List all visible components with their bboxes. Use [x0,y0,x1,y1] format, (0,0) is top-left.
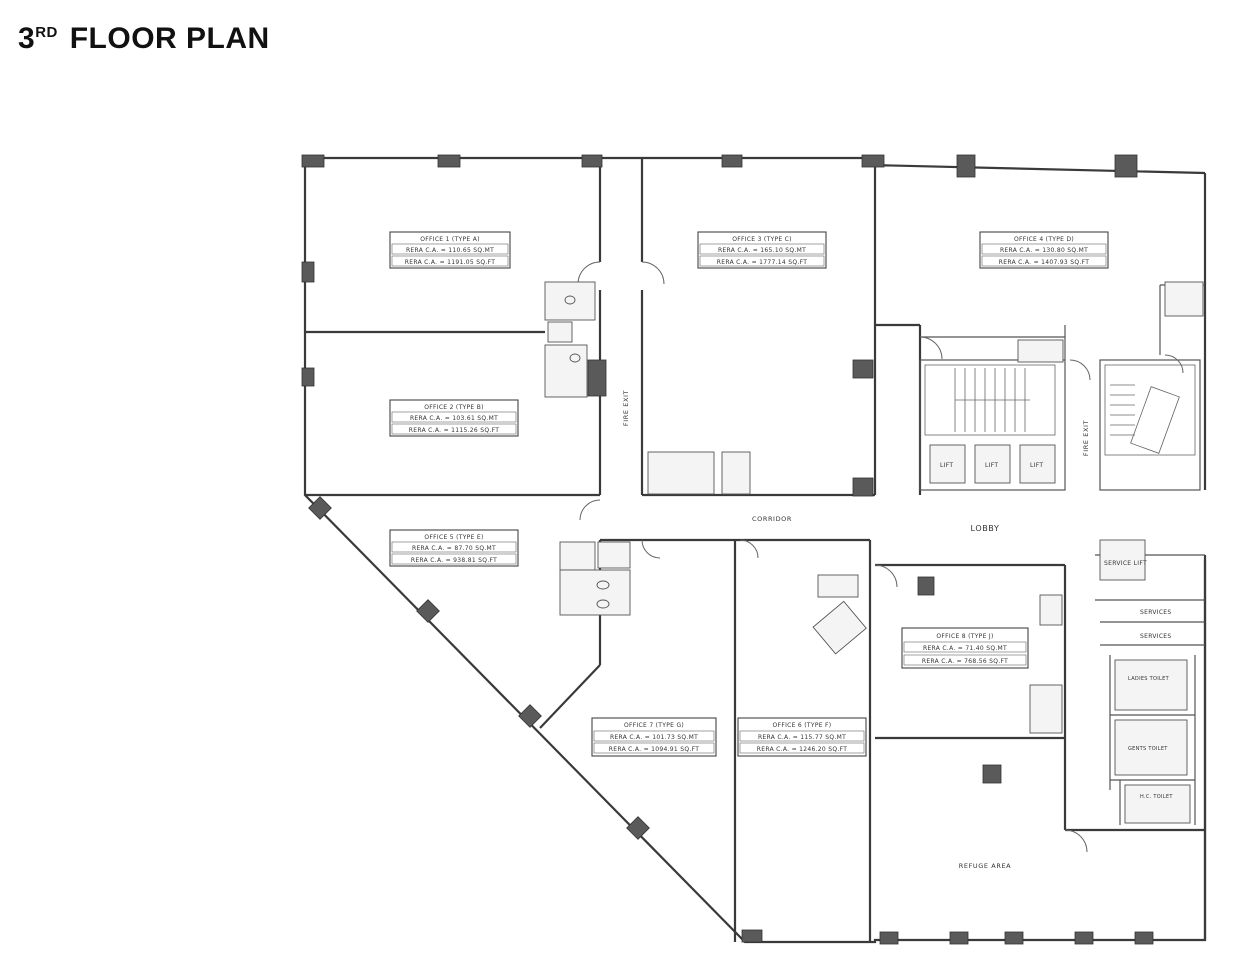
lift-label-1: LIFT [940,462,953,469]
fire-exit-label-1: FIRE EXIT [622,390,630,426]
office-6-area-sqft: RERA C.A. = 1246.20 SQ.FT [757,746,847,753]
office-7-area-sqft: RERA C.A. = 1094.91 SQ.FT [609,746,699,753]
lobby-label: LOBBY [971,524,1000,533]
lift-label-3: LIFT [1030,462,1043,469]
office-8-label: OFFICE 8 (TYPE J) RERA C.A. = 71.40 SQ.M… [901,627,1029,669]
page-title: 3RD FLOOR PLAN [18,22,270,56]
office-6-name: OFFICE 6 (TYPE F) [773,722,832,729]
office-5-area-sqft: RERA C.A. = 938.81 SQ.FT [411,557,497,564]
services-label-1: SERVICES [1140,609,1172,616]
ladies-toilet-label: LADIES TOILET [1128,676,1170,682]
office-8-area-sqft: RERA C.A. = 768.56 SQ.FT [922,658,1008,665]
office-2-label: OFFICE 2 (TYPE B) RERA C.A. = 103.61 SQ.… [389,399,519,437]
office-1-name: OFFICE 1 (TYPE A) [420,236,480,243]
office-3-label: OFFICE 3 (TYPE C) RERA C.A. = 165.10 SQ.… [697,231,827,269]
title-text: FLOOR PLAN [69,22,270,55]
office-6-area-sqmt: RERA C.A. = 115.77 SQ.MT [758,734,846,741]
columns [301,154,1154,945]
office-2-area-sqft: RERA C.A. = 1115.26 SQ.FT [409,427,499,434]
office-7-label: OFFICE 7 (TYPE G) RERA C.A. = 101.73 SQ.… [591,717,717,757]
office-4-name: OFFICE 4 (TYPE D) [1014,236,1074,243]
lift-label-2: LIFT [985,462,998,469]
office-1-label: OFFICE 1 (TYPE A) RERA C.A. = 110.65 SQ.… [389,231,511,269]
office-3-area-sqft: RERA C.A. = 1777.14 SQ.FT [717,259,807,266]
office-1-area-sqmt: RERA C.A. = 110.65 SQ.MT [406,247,494,254]
toilet-blocks [544,281,1204,824]
office-7-name: OFFICE 7 (TYPE G) [624,722,684,729]
office-6-label: OFFICE 6 (TYPE F) RERA C.A. = 115.77 SQ.… [737,717,867,757]
office-5-name: OFFICE 5 (TYPE E) [424,534,483,541]
refuge-area-label: REFUGE AREA [959,862,1011,870]
lifts: LIFT LIFT LIFT SERVICE LIFT [929,444,1147,581]
office-8-name: OFFICE 8 (TYPE J) [936,633,993,640]
office-3-name: OFFICE 3 (TYPE C) [732,236,792,243]
office-5-label: OFFICE 5 (TYPE E) RERA C.A. = 87.70 SQ.M… [389,529,519,567]
door-swings [577,261,1184,853]
area-labels: CORRIDOR LOBBY REFUGE AREA FIRE EXIT FIR… [622,390,1173,870]
office-3-area-sqmt: RERA C.A. = 165.10 SQ.MT [718,247,806,254]
office-1-area-sqft: RERA C.A. = 1191.05 SQ.FT [405,259,495,266]
office-5-area-sqmt: RERA C.A. = 87.70 SQ.MT [412,545,496,552]
office-4-area-sqft: RERA C.A. = 1407.93 SQ.FT [999,259,1089,266]
stairs [924,364,1196,456]
office-2-name: OFFICE 2 (TYPE B) [424,404,484,411]
office-4-label: OFFICE 4 (TYPE D) RERA C.A. = 130.80 SQ.… [979,231,1109,269]
corridor-label: CORRIDOR [752,515,792,523]
office-4-area-sqmt: RERA C.A. = 130.80 SQ.MT [1000,247,1088,254]
services-label-2: SERVICES [1140,633,1172,640]
title-ordinal-suffix: RD [35,24,58,41]
title-ordinal: 3 [18,22,36,55]
hc-toilet-label: H.C. TOILET [1140,794,1173,800]
fire-exit-label-2: FIRE EXIT [1082,420,1090,456]
gents-toilet-label: GENTS TOILET [1128,746,1168,752]
office-2-area-sqmt: RERA C.A. = 103.61 SQ.MT [410,415,498,422]
office-8-area-sqmt: RERA C.A. = 71.40 SQ.MT [923,645,1007,652]
office-7-area-sqmt: RERA C.A. = 101.73 SQ.MT [610,734,698,741]
service-lift-label: SERVICE LIFT [1104,560,1147,567]
